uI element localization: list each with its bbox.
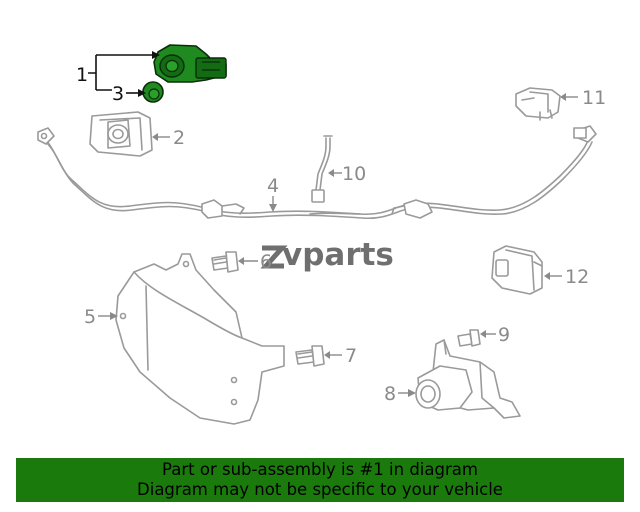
- callout-6-label: 6: [260, 251, 272, 273]
- part-9-bolt[interactable]: [457, 329, 481, 347]
- part-8-camera-assembly[interactable]: [415, 339, 521, 419]
- callout-12: 12: [544, 266, 589, 288]
- callout-1: 1: [76, 51, 160, 91]
- callout-8-label: 8: [384, 383, 396, 405]
- part-12-sensor-unit[interactable]: [491, 245, 543, 295]
- banner-line-2: Diagram may not be specific to your vehi…: [137, 480, 503, 499]
- part-6-bolt[interactable]: [211, 251, 239, 273]
- part-3-sensor-retainer[interactable]: [142, 81, 164, 103]
- part-7-bolt[interactable]: [295, 345, 325, 367]
- callout-4-label: 4: [267, 175, 279, 197]
- callout-2-label: 2: [173, 127, 185, 149]
- callout-11-label: 11: [582, 87, 606, 109]
- callout-10-label: 10: [342, 163, 366, 185]
- callout-5-label: 5: [84, 306, 96, 328]
- watermark-text: vparts: [282, 237, 394, 273]
- callout-8: 8: [384, 383, 416, 405]
- watermark: vparts: [260, 237, 394, 273]
- callout-3-label: 3: [112, 83, 124, 105]
- callout-7: 7: [324, 345, 357, 367]
- callout-5: 5: [84, 306, 118, 328]
- callout-1-label: 1: [76, 64, 88, 86]
- banner-line-1: Part or sub-assembly is #1 in diagram: [162, 460, 478, 479]
- callout-2: 2: [152, 127, 185, 149]
- part-11-connector[interactable]: [515, 87, 561, 121]
- callout-10: 10: [328, 163, 366, 185]
- part-2-sensor-holder[interactable]: [89, 111, 153, 157]
- part-4-wire-harness[interactable]: [37, 125, 597, 220]
- part-10-sensor-lead[interactable]: [311, 135, 333, 203]
- callout-12-label: 12: [565, 266, 589, 288]
- notice-banner: Part or sub-assembly is #1 in diagram Di…: [16, 458, 624, 502]
- callout-3: 3: [112, 83, 146, 105]
- part-5-mounting-bracket[interactable]: [115, 253, 285, 425]
- callout-9-label: 9: [498, 324, 510, 346]
- callout-4: 4: [267, 175, 279, 212]
- callout-11: 11: [560, 87, 606, 109]
- callout-9: 9: [480, 324, 510, 346]
- callout-6: 6: [238, 251, 272, 273]
- callout-7-label: 7: [345, 345, 357, 367]
- part-1-parking-sensor[interactable]: [153, 44, 227, 83]
